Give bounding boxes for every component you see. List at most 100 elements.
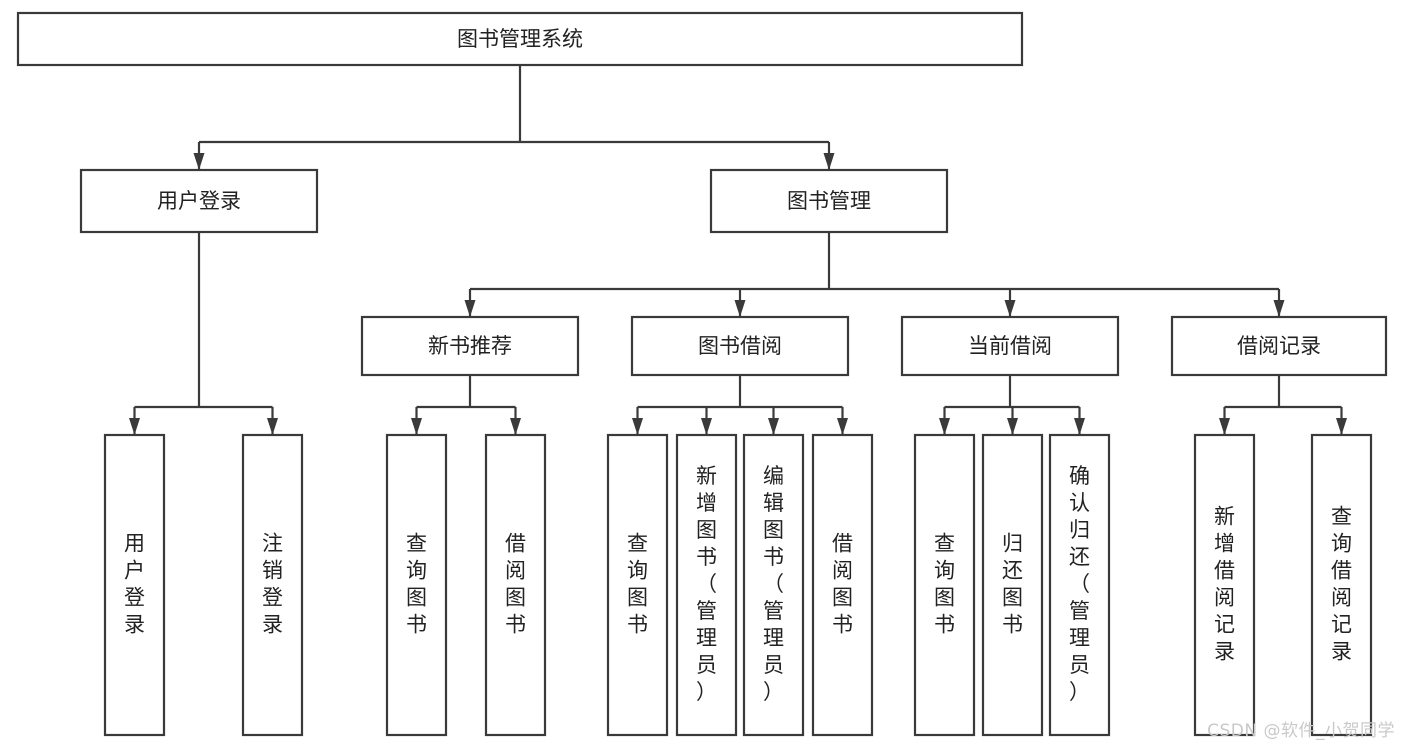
node-box [742, 433, 805, 737]
csdn-watermark: CSDN @软件_小贺同学 [1207, 721, 1395, 741]
node-borrow-record[interactable]: 借阅记录 [1170, 315, 1388, 377]
node-label-char: 用 [124, 532, 145, 556]
node-box [913, 433, 976, 737]
node-label-char: 查 [627, 532, 648, 556]
arrow-head [193, 153, 205, 170]
arrow-head [411, 418, 422, 435]
node-label-char: 录 [1214, 640, 1235, 664]
node-label: 图书借阅 [698, 334, 782, 358]
node-label-char: 登 [262, 586, 283, 610]
node-label: 图书管理 [787, 189, 871, 213]
node-label-char: 理 [696, 626, 717, 650]
node-label-char: 归 [1069, 518, 1090, 542]
node-label-char: 管 [763, 599, 784, 623]
node-box [675, 433, 738, 737]
node-label-char: 阅 [1214, 586, 1235, 610]
node-label-char: 确 [1069, 464, 1090, 488]
node-label-char: 图 [832, 586, 853, 610]
node-box [1048, 433, 1111, 737]
node-label-char: 理 [763, 626, 784, 650]
node-label-char: 理 [1069, 626, 1090, 650]
node-label-char: （ [1069, 572, 1090, 596]
arrow-head [939, 418, 950, 435]
node-label-char: 阅 [505, 559, 526, 583]
node-label-char: 查 [406, 532, 427, 556]
node-label-char: 询 [406, 559, 427, 583]
node-user-login[interactable]: 用户登录 [79, 168, 319, 234]
arrow-head [267, 418, 278, 435]
node-label-char: 询 [1331, 532, 1352, 556]
node-label-char: 查 [1331, 505, 1352, 529]
node-box [900, 315, 1120, 377]
arrow-head [1074, 418, 1085, 435]
node-book-manage[interactable]: 图书管理 [709, 168, 949, 234]
node-label-char: ） [1069, 680, 1090, 704]
node-box [241, 433, 304, 737]
node-box [811, 433, 874, 737]
node-box [79, 168, 319, 234]
node-book-borrow[interactable]: 图书借阅 [630, 315, 850, 377]
node-label-char: 书 [627, 613, 648, 637]
node-box [1310, 433, 1373, 737]
node-box [360, 315, 580, 377]
node-label-char: 新 [1214, 505, 1235, 529]
node-label-char: 还 [1069, 545, 1090, 569]
node-leaf-user-login[interactable]: 用户登录 [103, 433, 166, 737]
arrow-head [129, 418, 140, 435]
node-box [103, 433, 166, 737]
node-label-char: 管 [696, 599, 717, 623]
node-label-char: 员 [696, 653, 717, 677]
node-label-char: 认 [1069, 491, 1090, 515]
node-label-char: 图 [505, 586, 526, 610]
node-label-char: 书 [763, 545, 784, 569]
node-label-char: 录 [262, 613, 283, 637]
node-label-char: 户 [124, 559, 145, 583]
node-label-char: 还 [1002, 559, 1023, 583]
node-label-char: 书 [505, 613, 526, 637]
node-label-char: 记 [1331, 613, 1352, 637]
node-label-char: 员 [1069, 653, 1090, 677]
node-box [981, 433, 1044, 737]
arrow-head [1007, 418, 1018, 435]
node-new-book-rec[interactable]: 新书推荐 [360, 315, 580, 377]
connectors-layer [129, 65, 1347, 435]
node-box [709, 168, 949, 234]
node-box [484, 433, 547, 737]
node-label-char: 图 [627, 586, 648, 610]
node-root[interactable]: 图书管理系统 [16, 11, 1024, 67]
arrow-head [1273, 300, 1285, 317]
node-label-char: 书 [1002, 613, 1023, 637]
node-label-char: 借 [1214, 559, 1235, 583]
node-label-char: 编 [763, 464, 784, 488]
node-label-char: 增 [1214, 532, 1235, 556]
arrow-head [823, 153, 835, 170]
node-label-char: 销 [262, 559, 283, 583]
node-label-char: 图 [1002, 586, 1023, 610]
nodes-layer: 图书管理系统用户登录图书管理新书推荐图书借阅当前借阅借阅记录用户登录注销登录查询… [16, 11, 1388, 737]
node-label-char: 录 [1331, 640, 1352, 664]
node-box [606, 433, 669, 737]
node-label-char: 管 [1069, 599, 1090, 623]
node-label-char: 登 [124, 586, 145, 610]
arrow-head [701, 418, 712, 435]
node-label-char: 记 [1214, 613, 1235, 637]
node-label-char: 图 [696, 518, 717, 542]
node-label-char: 图 [934, 586, 955, 610]
node-current-borrow[interactable]: 当前借阅 [900, 315, 1120, 377]
node-label-char: 阅 [1331, 586, 1352, 610]
arrow-head [1219, 418, 1230, 435]
node-box [1170, 315, 1388, 377]
node-box [385, 433, 448, 737]
